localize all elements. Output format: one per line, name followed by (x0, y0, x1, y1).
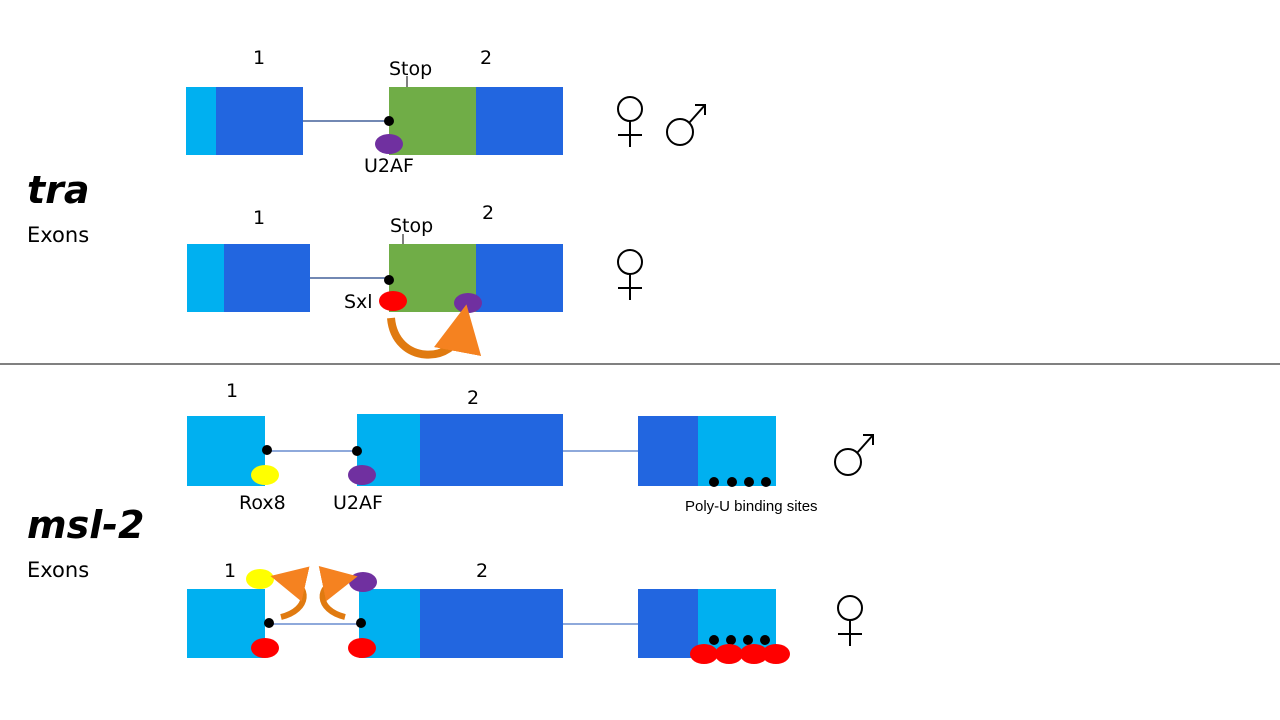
exon-1 (224, 244, 310, 312)
utr-3 (698, 416, 776, 486)
poly-u-site (726, 635, 736, 645)
u2af-label: U2AF (333, 492, 383, 514)
sxl-protein (690, 644, 718, 664)
stop-label: Stop (389, 58, 432, 80)
displacement-arrow (387, 304, 482, 359)
sxl-protein (740, 644, 768, 664)
sxl-protein (348, 638, 376, 658)
u2af-protein (375, 134, 403, 154)
sxl-protein (251, 638, 279, 658)
poly-u-site (761, 477, 771, 487)
female-symbol-icon (617, 96, 643, 148)
displacement-arrow (318, 566, 358, 620)
sxl-protein (762, 644, 790, 664)
exon-2-number: 2 (480, 47, 492, 69)
sxl-protein (379, 291, 407, 311)
splice-site (264, 618, 274, 628)
splice-site (356, 618, 366, 628)
female-symbol-icon (617, 249, 643, 301)
splice-site (352, 446, 362, 456)
exon-2-number: 2 (482, 202, 494, 224)
exon-1-number: 1 (224, 560, 236, 582)
u2af-protein (348, 465, 376, 485)
exon-2-number: 2 (467, 387, 479, 409)
exon-1-number: 1 (253, 47, 265, 69)
poly-u-label: Poly-U binding sites (685, 498, 818, 515)
utr-segment (186, 87, 216, 155)
exon-3 (638, 416, 698, 486)
displacement-arrow (270, 566, 310, 620)
exons-label-msl2: Exons (27, 558, 89, 582)
u2af-label: U2AF (364, 155, 414, 177)
gene-label-msl2: msl-2 (27, 503, 144, 547)
male-symbol-icon (834, 434, 874, 476)
poly-u-site (744, 477, 754, 487)
male-symbol-icon (666, 104, 706, 146)
msl2-row-1: 1 2 Rox8 U2AF Poly-U binding sites (187, 380, 874, 515)
exon-2-number: 2 (476, 560, 488, 582)
poly-u-site (760, 635, 770, 645)
splice-site (384, 275, 394, 285)
u2af-protein-displaced (349, 572, 377, 592)
rox8-label: Rox8 (239, 492, 286, 514)
stop-label: Stop (390, 215, 433, 237)
gene-label-tra: tra (27, 168, 90, 212)
tra-row-2: 1 2 Stop Sxl (187, 202, 643, 359)
poly-u-site (743, 635, 753, 645)
utr-segment (187, 244, 224, 312)
exons-label-tra: Exons (27, 223, 89, 247)
exon-2 (420, 589, 563, 658)
sxl-label: Sxl (344, 291, 373, 313)
exon-1-number: 1 (226, 380, 238, 402)
exon-2 (476, 244, 563, 312)
splice-site (384, 116, 394, 126)
female-symbol-icon (837, 595, 863, 647)
exon-2-stop-region (389, 87, 476, 155)
splice-site (262, 445, 272, 455)
tra-row-1: 1 2 Stop U2AF (186, 47, 706, 177)
poly-u-site (709, 635, 719, 645)
exon-2 (420, 414, 563, 486)
rox8-protein-displaced (246, 569, 274, 589)
exon-2 (476, 87, 563, 155)
msl2-row-2: 1 2 (187, 560, 863, 664)
u2af-protein (454, 293, 482, 313)
poly-u-site (727, 477, 737, 487)
exon-3 (638, 589, 698, 658)
sxl-protein (715, 644, 743, 664)
rox8-protein (251, 465, 279, 485)
exon-1-number: 1 (253, 207, 265, 229)
exon-1 (216, 87, 303, 155)
poly-u-site (709, 477, 719, 487)
